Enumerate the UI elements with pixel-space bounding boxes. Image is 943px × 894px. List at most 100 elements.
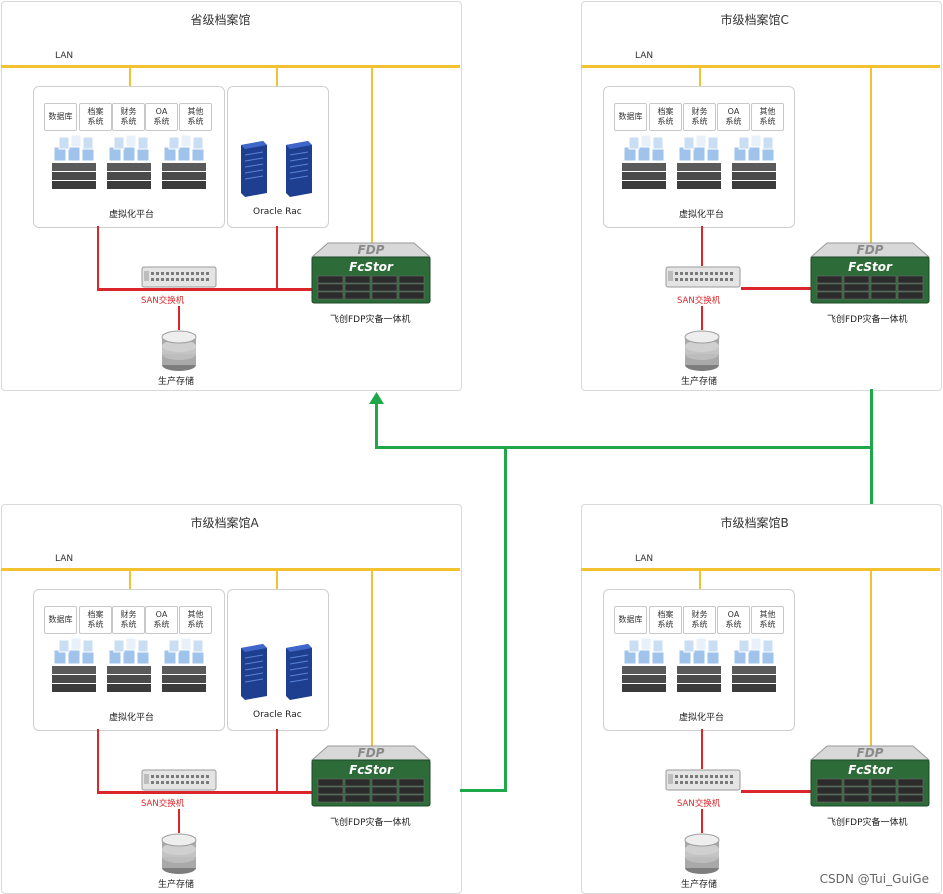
storage-label-cityB: 生产存储 — [681, 880, 718, 890]
san-link-fdp-cityC — [741, 287, 811, 290]
fdp-label-cityC: 飞创FDP灾备一体机 — [827, 315, 908, 325]
oracle-server-icon-provincial-1 — [235, 141, 269, 197]
system-tile-cityA-0: 数据库 — [44, 606, 77, 634]
replication-link-main-h — [375, 446, 873, 449]
san-link-virt-provincial — [97, 226, 99, 289]
replication-link-b-v — [870, 446, 873, 504]
lan-tap-virt-provincial — [129, 65, 131, 86]
san-link-storage-cityC — [701, 306, 703, 330]
system-tile-cityA-1: 档案 系统 — [79, 606, 112, 634]
storage-label-cityC: 生产存储 — [681, 377, 718, 387]
host-cube-icon-cityC-1 — [674, 133, 724, 191]
storage-icon-cityC — [683, 329, 721, 373]
san-switch-icon-provincial — [141, 265, 217, 289]
san-link-storage-cityA — [178, 809, 180, 833]
fdp-label-cityB: 飞创FDP灾备一体机 — [827, 818, 908, 828]
host-cube-icon-cityC-0 — [619, 133, 669, 191]
system-tile-cityA-4: 其他 系统 — [179, 606, 212, 634]
san-link-virt-cityB — [701, 729, 703, 769]
lan-bus-cityB — [581, 568, 940, 571]
san-switch-icon-cityC — [665, 265, 741, 289]
san-link-virt-cityC — [701, 226, 703, 266]
san-switch-label-provincial: SAN交换机 — [141, 296, 185, 306]
storage-icon-provincial — [160, 329, 198, 373]
system-tile-provincial-1: 档案 系统 — [79, 103, 112, 131]
oracle-server-icon-provincial-2 — [280, 141, 314, 197]
lan-bus-provincial — [1, 65, 460, 68]
system-tile-cityC-3: OA 系统 — [717, 103, 750, 131]
lan-tap-fdp-provincial — [371, 65, 373, 243]
virtualization-label-cityC: 虚拟化平台 — [679, 210, 725, 220]
fdp-label-cityA: 飞创FDP灾备一体机 — [330, 818, 411, 828]
san-link-storage-provincial — [178, 306, 180, 330]
lan-tap-fdp-cityC — [870, 65, 872, 243]
site-title-cityC: 市级档案馆C — [720, 13, 789, 27]
system-tile-cityC-4: 其他 系统 — [751, 103, 784, 131]
fdp-appliance-icon-provincial: FDP FcStor — [310, 239, 432, 305]
lan-tap-virt-cityB — [699, 568, 701, 589]
lan-tap-fdp-cityA — [371, 568, 373, 746]
site-title-cityA: 市级档案馆A — [190, 516, 259, 530]
fdp-appliance-icon-cityC: FDP FcStor — [809, 239, 931, 305]
lan-label-cityA: LAN — [55, 554, 74, 564]
san-switch-icon-cityB — [665, 768, 741, 792]
san-link-oracle-cityA — [276, 729, 278, 792]
system-tile-provincial-0: 数据库 — [44, 103, 77, 131]
replication-link-a-h — [460, 789, 506, 792]
system-tile-provincial-2: 财务 系统 — [112, 103, 145, 131]
san-switch-label-cityC: SAN交换机 — [677, 296, 721, 306]
system-tile-cityA-3: OA 系统 — [145, 606, 178, 634]
host-cube-icon-cityB-0 — [619, 636, 669, 694]
svg-text:FcStor: FcStor — [349, 260, 394, 274]
host-cube-icon-cityA-1 — [104, 636, 154, 694]
san-switch-label-cityB: SAN交换机 — [677, 799, 721, 809]
replication-link-c-v — [870, 389, 873, 447]
storage-icon-cityB — [683, 832, 721, 876]
svg-text:FDP: FDP — [358, 243, 385, 257]
site-title-cityB: 市级档案馆B — [720, 516, 789, 530]
lan-label-cityB: LAN — [635, 554, 654, 564]
replication-link-a-v — [504, 447, 507, 792]
system-tile-provincial-4: 其他 系统 — [179, 103, 212, 131]
san-switch-label-cityA: SAN交换机 — [141, 799, 185, 809]
lan-label-cityC: LAN — [635, 51, 654, 61]
system-tile-provincial-3: OA 系统 — [145, 103, 178, 131]
host-cube-icon-cityA-0 — [49, 636, 99, 694]
svg-text:FcStor: FcStor — [848, 260, 893, 274]
san-switch-icon-cityA — [141, 768, 217, 792]
system-tile-cityC-2: 财务 系统 — [683, 103, 716, 131]
watermark: CSDN @Tui_GuiGe — [819, 872, 929, 886]
replication-link-prov-v — [375, 398, 378, 449]
system-tile-cityA-2: 财务 系统 — [112, 606, 145, 634]
system-tile-cityB-0: 数据库 — [614, 606, 647, 634]
virtualization-label-cityA: 虚拟化平台 — [109, 713, 155, 723]
host-cube-icon-cityC-2 — [729, 133, 779, 191]
system-tile-cityC-0: 数据库 — [614, 103, 647, 131]
lan-tap-virt-cityC — [699, 65, 701, 86]
lan-label-provincial: LAN — [55, 51, 74, 61]
san-link-virt-cityA — [97, 729, 99, 792]
lan-tap-fdp-cityB — [870, 568, 872, 746]
lan-bus-cityC — [581, 65, 940, 68]
host-cube-icon-provincial-0 — [49, 133, 99, 191]
system-tile-cityB-3: OA 系统 — [717, 606, 750, 634]
svg-text:FDP: FDP — [857, 243, 884, 257]
virtualization-label-cityB: 虚拟化平台 — [679, 713, 725, 723]
storage-label-cityA: 生产存储 — [158, 880, 195, 890]
site-title-provincial: 省级档案馆 — [190, 13, 251, 27]
svg-text:FDP: FDP — [857, 746, 884, 760]
host-cube-icon-cityB-2 — [729, 636, 779, 694]
lan-tap-virt-cityA — [129, 568, 131, 589]
system-tile-cityB-2: 财务 系统 — [683, 606, 716, 634]
san-link-oracle-provincial — [276, 226, 278, 289]
san-bus-provincial — [97, 288, 312, 291]
svg-text:FDP: FDP — [358, 746, 385, 760]
svg-text:FcStor: FcStor — [349, 763, 394, 777]
system-tile-cityB-4: 其他 系统 — [751, 606, 784, 634]
oracle-server-icon-cityA-2 — [280, 644, 314, 700]
storage-label-provincial: 生产存储 — [158, 377, 195, 387]
fdp-appliance-icon-cityA: FDP FcStor — [310, 742, 432, 808]
system-tile-cityC-1: 档案 系统 — [649, 103, 682, 131]
host-cube-icon-cityB-1 — [674, 636, 724, 694]
svg-text:FcStor: FcStor — [848, 763, 893, 777]
